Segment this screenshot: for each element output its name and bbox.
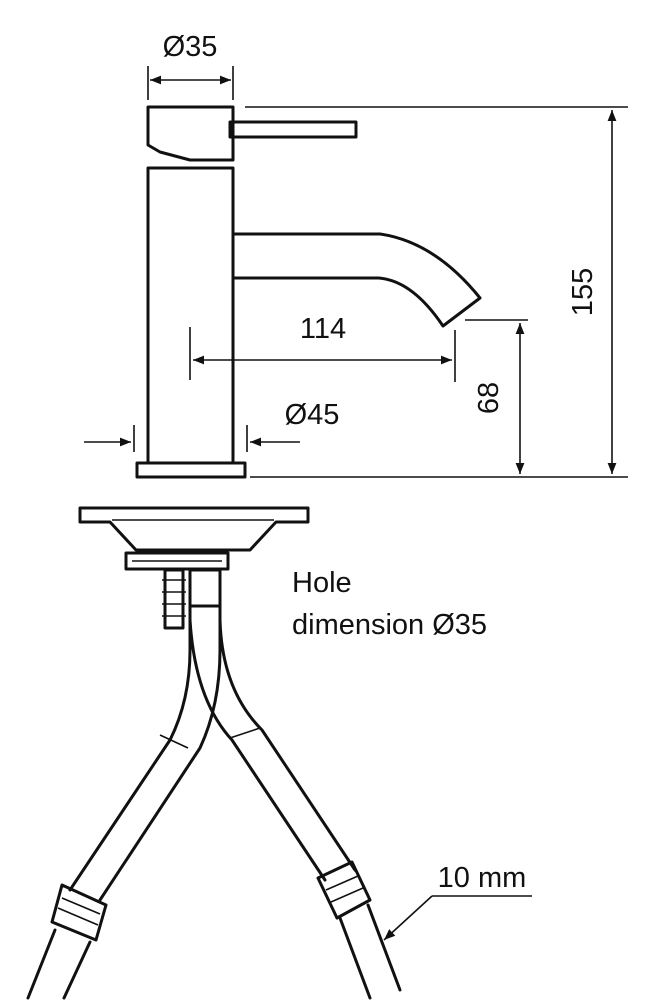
hose-right — [188, 618, 402, 1000]
dimension-label-spout-height: 68 — [473, 382, 505, 414]
dimension-label-total-height: 155 — [567, 268, 599, 316]
spout — [231, 232, 482, 328]
mounting-plate — [78, 506, 310, 552]
hole-dimension-note: Hole dimension Ø35 — [292, 567, 487, 641]
dimension-label-hose-diameter: 10 mm — [438, 862, 527, 894]
threaded-stud — [163, 568, 185, 630]
dimension-total-height: 155 — [245, 106, 628, 478]
lever-handle — [228, 120, 358, 139]
hose-fitting-right — [316, 860, 372, 920]
faucet-elevation — [135, 105, 482, 479]
hose-housing — [188, 568, 222, 608]
dimension-spout-reach: 114 — [189, 313, 456, 382]
base-plate — [135, 461, 247, 479]
faucet-body — [146, 166, 235, 465]
mounting-kit — [78, 506, 310, 630]
dimension-label-base-diameter: Ø45 — [285, 399, 340, 431]
handle-cap — [146, 105, 235, 162]
note-line-1: Hole — [292, 567, 352, 599]
dimension-base-diameter: Ø45 — [84, 399, 339, 452]
dimension-hose-diameter: 10 mm — [383, 862, 532, 941]
hose-left — [26, 604, 222, 1000]
hose-fitting-left — [50, 883, 108, 942]
dimension-label-spout-reach: 114 — [300, 313, 346, 345]
note-line-2: dimension Ø35 — [292, 609, 487, 641]
dimension-label-body-diameter: Ø35 — [163, 31, 218, 63]
dimension-spout-height: 68 — [465, 319, 528, 474]
dimension-body-diameter: Ø35 — [147, 31, 234, 100]
